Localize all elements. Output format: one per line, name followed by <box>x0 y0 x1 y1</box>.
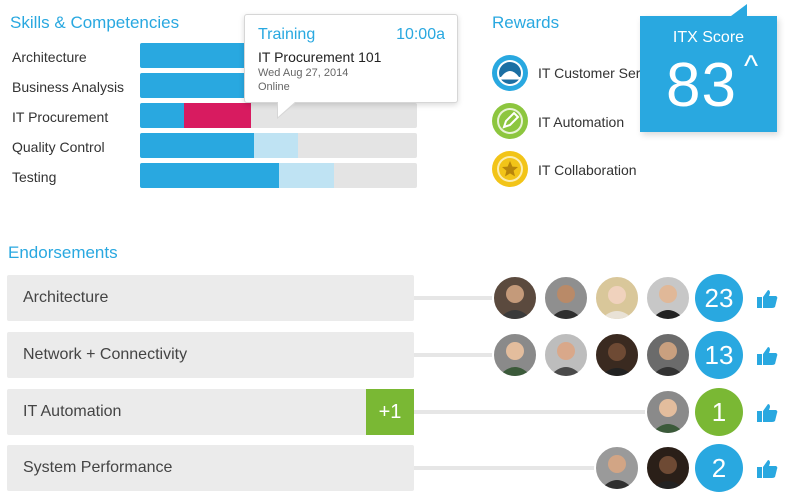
skill-label-business-analysis: Business Analysis <box>12 79 125 95</box>
endorser-avatar[interactable] <box>492 275 538 321</box>
tooltip-mode: Online <box>258 81 290 93</box>
skill-label-quality-control: Quality Control <box>12 139 105 155</box>
endorsement-connector-line <box>414 353 496 357</box>
collaboration-star-badge-icon-graphic <box>497 156 523 182</box>
reward-label-collaboration: IT Collaboration <box>538 162 637 178</box>
skill-bar-secondary-fill <box>184 103 251 128</box>
endorsement-row-architecture[interactable]: Architecture <box>7 275 414 321</box>
endorsement-count-badge: 2 <box>695 444 743 492</box>
endorsement-count-badge: 1 <box>695 388 743 436</box>
tooltip-time: 10:00a <box>396 26 445 43</box>
endorsement-connector-line <box>414 410 649 414</box>
person-avatar-icon <box>652 285 684 319</box>
person-avatar-icon <box>499 342 531 376</box>
skill-label-architecture: Architecture <box>12 49 87 65</box>
endorsement-count-badge: 23 <box>695 274 743 322</box>
thumbs-up-icon[interactable] <box>756 289 778 309</box>
endorser-avatar[interactable] <box>645 389 691 435</box>
tooltip-pointer <box>278 101 296 117</box>
customer-service-badge-icon-graphic <box>497 60 523 86</box>
training-tooltip[interactable]: Training 10:00a IT Procurement 101 Wed A… <box>244 14 458 119</box>
itx-score-card[interactable]: ITX Score 83 ^ <box>640 4 777 132</box>
skill-bar-fill <box>140 133 254 158</box>
itx-score-trend-up-icon: ^ <box>744 50 759 83</box>
skill-bar-quality-control[interactable] <box>140 133 417 158</box>
itx-score-value: 83 <box>666 51 737 120</box>
skill-bar-fill <box>140 73 262 98</box>
endorser-avatar[interactable] <box>594 332 640 378</box>
person-avatar-icon <box>652 342 684 376</box>
skill-bar-secondary-fill <box>253 133 298 158</box>
person-avatar-icon <box>550 285 582 319</box>
itx-score-title: ITX Score <box>672 29 745 46</box>
skill-bar-fill <box>140 43 262 68</box>
endorsement-row-network-connectivity[interactable]: Network + Connectivity <box>7 332 414 378</box>
endorser-avatar[interactable] <box>594 445 640 491</box>
endorsement-label: Network + Connectivity <box>23 346 188 363</box>
skill-label-testing: Testing <box>12 169 57 185</box>
person-avatar-icon <box>601 455 633 489</box>
skill-bar-testing[interactable] <box>140 163 417 188</box>
endorser-avatar[interactable] <box>645 275 691 321</box>
person-avatar-icon <box>550 342 582 376</box>
endorsement-row-system-performance[interactable]: System Performance <box>7 445 414 491</box>
reward-label-automation: IT Automation <box>538 114 625 130</box>
thumbs-up-icon[interactable] <box>756 403 778 423</box>
automation-badge-icon[interactable] <box>492 103 528 139</box>
skill-bar-fill <box>140 163 279 188</box>
tooltip-date: Wed Aug 27, 2014 <box>258 67 349 79</box>
endorser-avatar[interactable] <box>645 332 691 378</box>
customer-service-badge-icon[interactable] <box>492 55 528 91</box>
tooltip-course: IT Procurement 101 <box>258 49 382 65</box>
skills-section-title: Skills & Competencies <box>10 13 180 32</box>
plus-one-endorse-button[interactable]: +1 <box>366 389 414 435</box>
endorsement-connector-line <box>414 296 496 300</box>
skill-label-it-procurement: IT Procurement <box>12 109 109 125</box>
person-avatar-icon <box>499 285 531 319</box>
endorsements-section-title: Endorsements <box>8 243 118 262</box>
person-avatar-icon <box>652 456 684 489</box>
collaboration-star-badge-icon[interactable] <box>492 151 528 187</box>
skill-bar-secondary-fill <box>278 163 334 188</box>
person-avatar-icon <box>601 343 633 376</box>
skill-bar-fill <box>140 103 185 128</box>
thumbs-up-icon[interactable] <box>756 459 778 479</box>
endorser-avatar[interactable] <box>594 275 640 321</box>
rewards-section-title: Rewards <box>492 13 560 32</box>
endorser-avatar[interactable] <box>543 275 589 321</box>
reward-label-customer-service: IT Customer Service <box>538 65 666 81</box>
thumbs-up-icon[interactable] <box>756 346 778 366</box>
itx-score-card-tab <box>731 4 747 16</box>
endorser-avatar[interactable] <box>543 332 589 378</box>
endorsement-label: System Performance <box>23 459 173 476</box>
endorsement-label: IT Automation <box>23 403 122 420</box>
person-avatar-icon <box>652 399 684 433</box>
person-avatar-icon <box>601 286 633 319</box>
automation-badge-icon-graphic <box>497 108 523 134</box>
endorsement-row-it-automation[interactable]: IT Automation <box>7 389 414 435</box>
endorsement-count-badge: 13 <box>695 331 743 379</box>
endorser-avatar[interactable] <box>492 332 538 378</box>
tooltip-type: Training <box>258 26 316 43</box>
endorsement-connector-line <box>414 466 598 470</box>
endorsement-label: Architecture <box>23 289 109 306</box>
endorser-avatar[interactable] <box>645 445 691 491</box>
